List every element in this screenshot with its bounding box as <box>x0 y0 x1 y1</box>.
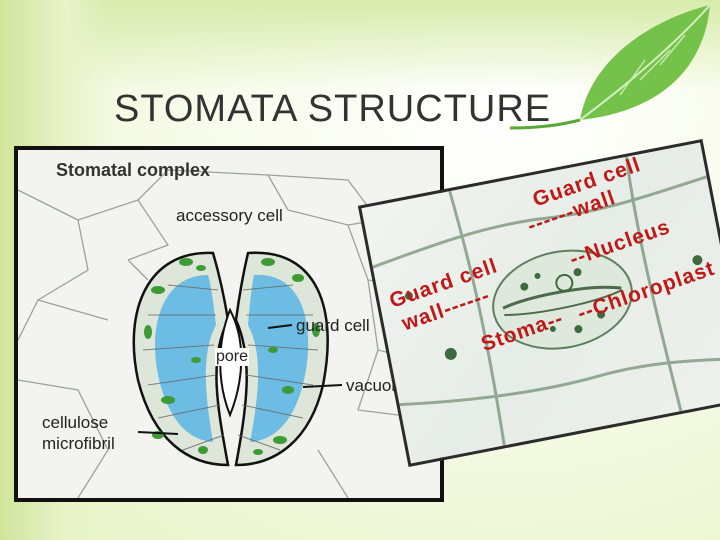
label-pore: pore <box>215 348 250 366</box>
stomatal-complex-diagram: Stomatal complex accessory cell guard ce… <box>14 146 444 502</box>
stomatal-complex-drawing <box>18 169 439 498</box>
label-guard-cell: guard cell <box>296 316 370 335</box>
label-cellulose-line1: cellulose <box>42 413 109 432</box>
label-accessory-cell: accessory cell <box>176 206 283 225</box>
label-vacuole: vacuole <box>346 376 405 395</box>
micrograph-drawing <box>372 156 720 446</box>
label-cellulose-line2: microfibril <box>42 434 115 453</box>
label-cellulose-microfibril: cellulose microfibril <box>42 412 115 454</box>
leaf-decoration-icon <box>509 4 711 130</box>
diagram-heading: Stomatal complex <box>56 160 211 180</box>
stomata-micrograph: Guard cell ------wall --Nucleus Guard ce… <box>357 138 720 468</box>
slide-title: STOMATA STRUCTURE <box>114 88 552 130</box>
